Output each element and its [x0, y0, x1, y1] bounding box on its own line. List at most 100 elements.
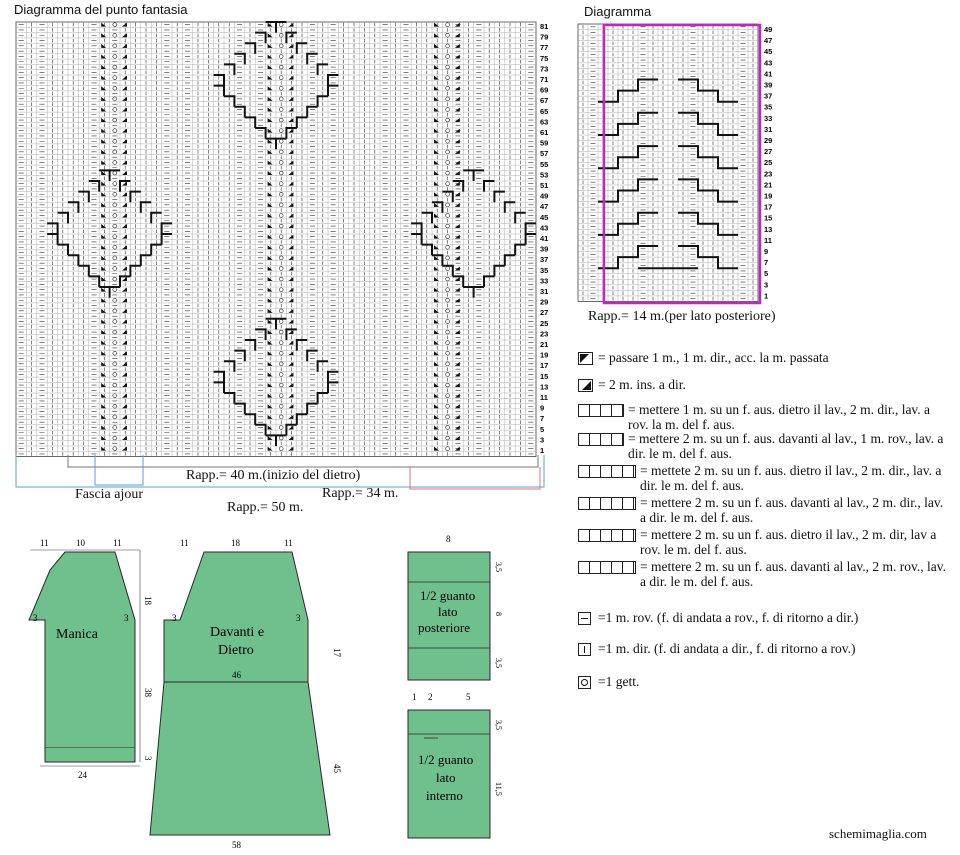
legend-text: = mettere 2 m. su un f. aus. dietro il l… [640, 527, 937, 557]
legend-text: =1 m. rov. (f. di andata a rov., f. di r… [598, 610, 859, 625]
row-number: 29 [540, 298, 548, 307]
decrease-mark [434, 245, 439, 250]
decrease-mark [267, 213, 273, 218]
yarn-over-mark [279, 128, 284, 133]
decrease-mark [288, 425, 294, 430]
decrease-mark [101, 118, 107, 123]
yarn-over-mark [279, 22, 284, 27]
yarn-over-mark [445, 54, 450, 59]
yarn-over-mark [279, 181, 284, 186]
decrease-mark [101, 308, 107, 313]
decrease-mark [288, 118, 294, 123]
row-number: 53 [540, 170, 548, 179]
row-number: 1 [540, 446, 544, 455]
decrease-mark [454, 149, 460, 154]
cable-1-2-back-icon [578, 404, 624, 419]
left-decrease-icon [578, 352, 593, 367]
decrease-mark [267, 224, 273, 229]
dim: 3 [124, 613, 129, 623]
yarn-over-mark [279, 202, 284, 208]
row-number: 19 [540, 351, 548, 360]
yarn-over-mark [445, 340, 450, 345]
decrease-mark [454, 298, 460, 303]
decrease-mark [122, 54, 127, 59]
row-number: 57 [540, 149, 548, 158]
decrease-mark [101, 171, 107, 176]
decrease-mark [267, 118, 273, 123]
decrease-mark [434, 383, 439, 388]
yarn-over-mark [112, 414, 118, 420]
yarn-over-mark [279, 96, 284, 102]
decrease-mark [122, 277, 127, 282]
fascia-ajour-label: Fascia ajour [75, 487, 144, 502]
yarn-over-mark [279, 213, 284, 218]
decrease-mark [267, 383, 273, 388]
decrease-mark [101, 245, 107, 250]
yarn-over-mark [279, 54, 284, 59]
small-row-number: 27 [764, 147, 772, 156]
yarn-over-mark [279, 33, 284, 38]
yarn-over-mark [112, 404, 118, 409]
decrease-mark [434, 266, 439, 271]
legend-text: =1 m. dir. (f. di andata a dir., f. di r… [598, 641, 856, 656]
yarn-over-mark [279, 414, 284, 420]
yarn-over-mark [112, 117, 118, 123]
decrease-mark [267, 266, 273, 271]
row-number: 7 [540, 414, 544, 423]
decrease-mark [434, 171, 439, 176]
repeat-highlight [602, 23, 762, 305]
row-number: 35 [540, 266, 548, 275]
yarn-over-mark [112, 202, 118, 208]
main-chart-grid [15, 21, 537, 458]
yarn-over-mark [445, 329, 450, 335]
decrease-mark [288, 96, 294, 101]
small-cables [598, 78, 738, 270]
decrease-mark [434, 234, 439, 239]
yarn-over-mark [445, 404, 450, 409]
decrease-mark [454, 245, 460, 250]
decrease-mark [122, 181, 127, 186]
yarn-over-mark [445, 96, 450, 102]
row-number: 65 [540, 107, 548, 116]
yarn-over-mark [112, 234, 118, 239]
glove-inner-label: interno [426, 788, 463, 803]
decrease-mark [101, 192, 107, 197]
legend-text: = 2 m. ins. a dir. [598, 377, 686, 392]
decrease-mark [122, 224, 127, 229]
decrease-mark [267, 372, 273, 377]
yarn-over-mark [445, 107, 450, 112]
decrease-mark [454, 266, 460, 271]
decrease-mark [288, 277, 294, 282]
decrease-mark [267, 149, 273, 154]
decrease-mark [288, 330, 294, 335]
bracket-34 [409, 467, 541, 490]
row-number: 9 [540, 404, 544, 413]
decrease-mark [122, 404, 127, 409]
yarn-over-mark [279, 234, 284, 239]
legend-text: =1 gett. [598, 674, 640, 689]
decrease-mark [267, 86, 273, 91]
decrease-mark [122, 425, 127, 430]
decrease-mark [122, 436, 127, 441]
yarn-over-mark [279, 404, 284, 409]
decrease-mark [454, 446, 460, 451]
decrease-mark [454, 277, 460, 282]
dim: 8 [494, 612, 503, 616]
row-number: 27 [540, 308, 548, 317]
yarn-over-mark [445, 160, 450, 165]
dim: 3,5 [494, 562, 503, 572]
decrease-mark [454, 75, 460, 80]
yarn-over-mark [445, 117, 450, 123]
decrease-mark [288, 160, 294, 165]
row-number: 45 [540, 213, 548, 222]
decrease-mark [267, 330, 273, 335]
dim: 18 [231, 538, 241, 548]
yarn-over-mark [445, 22, 450, 27]
decrease-mark [288, 414, 294, 419]
decrease-mark [101, 319, 107, 324]
row-number: 43 [540, 223, 548, 232]
decrease-mark [434, 393, 439, 398]
decrease-mark [288, 340, 294, 345]
decrease-mark [267, 277, 273, 282]
